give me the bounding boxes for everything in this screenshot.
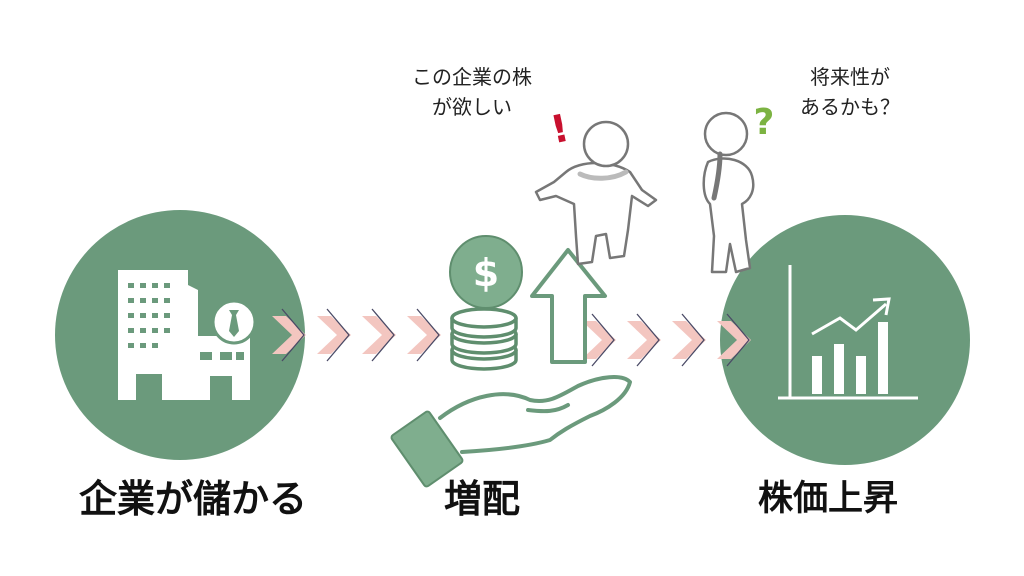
up-arrow-icon: [530, 248, 607, 364]
bar-chart-icon: [778, 265, 918, 400]
person-thinking-icon: [702, 111, 755, 274]
future-potential-line1: 将来性が: [810, 65, 890, 89]
chevron-arrow-icon: [626, 313, 662, 367]
chevron-arrow-icon: [316, 308, 352, 362]
dollar-coin-icon: $: [449, 235, 523, 309]
want-stock-line2: が欲しい: [432, 95, 512, 119]
chevron-arrow-icon: [406, 308, 442, 362]
price-circle: [720, 215, 970, 465]
company-circle: [55, 210, 305, 460]
company-profit-label: 企業が儲かる: [79, 477, 308, 521]
open-hand-icon: [390, 375, 632, 488]
businessman-badge-icon: [211, 299, 257, 345]
want-stock-text: この企業の株 が欲しい: [392, 62, 552, 122]
question-mark-icon: ?: [754, 102, 775, 143]
coin-stack-icon: [450, 307, 518, 371]
person-wanting-icon: [534, 120, 658, 266]
future-potential-text: 将来性が あるかも？: [780, 62, 920, 122]
chevron-arrow-icon: [581, 313, 617, 367]
chevron-arrow-icon: [671, 313, 707, 367]
want-stock-line1: この企業の株: [412, 65, 532, 89]
stock-price-rise-label: 株価上昇: [758, 479, 899, 519]
office-building-icon: [118, 270, 250, 400]
dividend-increase-label: 増配: [444, 477, 521, 521]
chevron-arrow-icon: [361, 308, 397, 362]
dollar-sign: $: [473, 251, 499, 295]
future-potential-line2: あるかも？: [800, 95, 900, 119]
